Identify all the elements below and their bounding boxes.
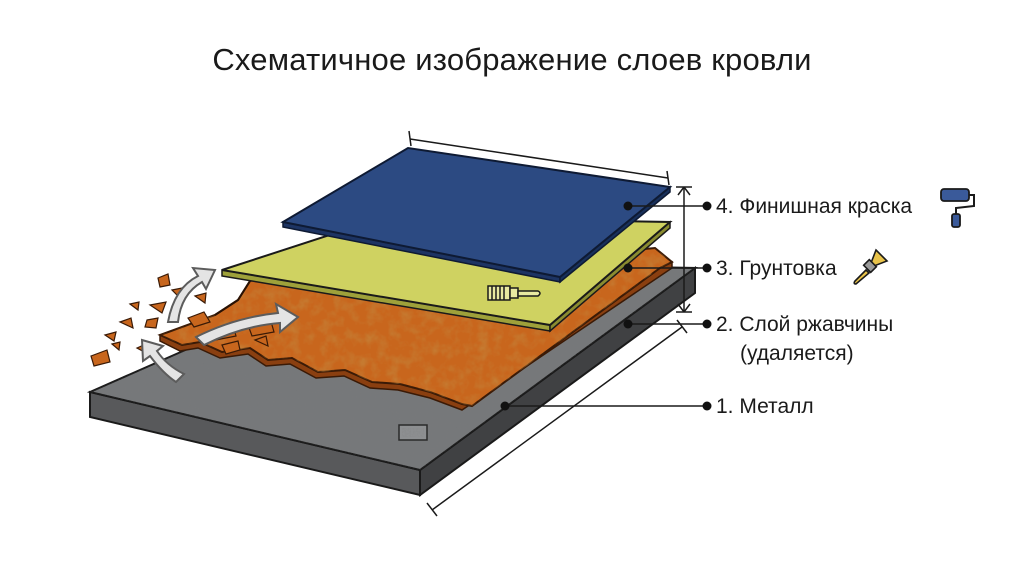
width-dimension <box>409 138 669 179</box>
removal-arrow <box>140 338 186 384</box>
leader-lines <box>505 205 707 407</box>
paintbrush-icon <box>853 248 889 285</box>
rust-flake <box>118 317 134 330</box>
rust-flake <box>110 341 121 352</box>
leader-dot <box>702 319 712 329</box>
leader-dot <box>623 319 633 329</box>
rust-flake <box>103 331 117 342</box>
rust-flake <box>90 349 111 367</box>
rust-flake <box>157 273 171 288</box>
rust-flake <box>253 335 269 348</box>
metal-label: 1. Металл <box>716 395 814 418</box>
leader-dot <box>702 401 712 411</box>
primer-label: 3. Грунтовка <box>716 257 837 280</box>
rust-flake <box>193 292 207 305</box>
removal-arrows <box>140 266 300 384</box>
leader-dot <box>702 263 712 273</box>
rust-flake <box>128 301 140 312</box>
finish-paint-label: 4. Финишная краска <box>716 195 913 218</box>
leader-dot <box>623 263 633 273</box>
rust-flake <box>148 301 167 314</box>
finish-top <box>280 146 673 279</box>
primer-brush-stamp-icon <box>487 285 541 301</box>
dimension-lines <box>408 130 692 517</box>
rust-label: 2. Слой ржавчины <box>716 313 894 336</box>
finish-paint-layer <box>280 146 673 284</box>
depth-dimension <box>431 326 683 511</box>
removal-arrow <box>194 301 300 347</box>
rust-flake <box>221 340 241 355</box>
rust-label-line2: (удаляется) <box>740 342 854 365</box>
removal-arrow <box>166 266 217 323</box>
rust-flake <box>187 311 211 328</box>
leader-dot <box>702 201 712 211</box>
page-title: Схематичное изображение слоев кровли <box>212 42 812 77</box>
paint-roller-icon <box>940 188 975 228</box>
leader-dots <box>500 201 712 411</box>
rust-flake <box>144 317 159 329</box>
leader-dot <box>623 201 633 211</box>
leader-dot <box>500 401 510 411</box>
